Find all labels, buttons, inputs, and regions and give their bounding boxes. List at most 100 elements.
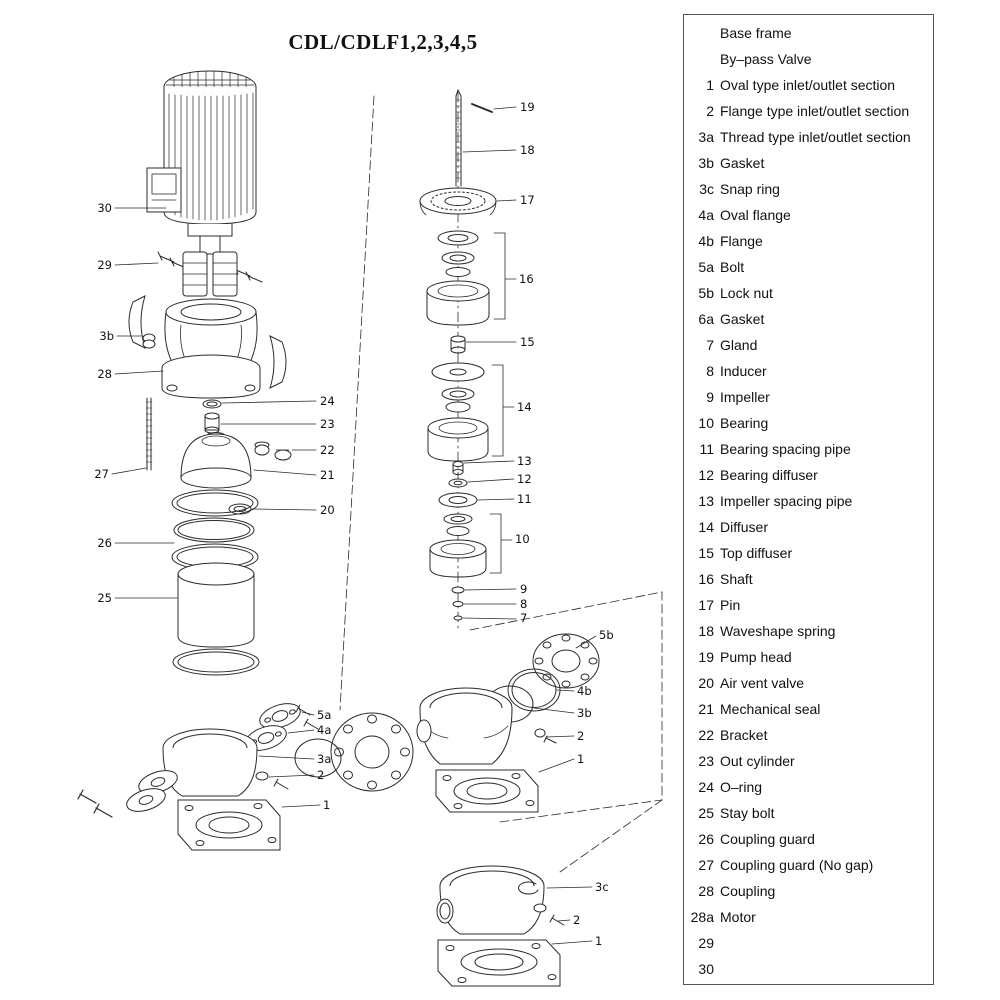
gasket-plates xyxy=(128,295,287,389)
part-number: 20 xyxy=(698,675,714,691)
callout-25: 25 xyxy=(97,591,112,605)
part-label: Mechanical seal xyxy=(720,701,821,717)
parts-list-row: 7 Gland xyxy=(684,332,933,358)
part-number: 4a xyxy=(698,207,714,223)
callout-28: 28 xyxy=(97,367,112,381)
part-number: 5b xyxy=(698,285,714,301)
parts-list-row: 25 Stay bolt xyxy=(684,800,933,826)
callout-4a: 4a xyxy=(317,723,331,737)
callout-3a: 3a xyxy=(317,752,331,766)
impeller-stack xyxy=(419,88,517,621)
part-label: Bearing spacing pipe xyxy=(720,441,851,457)
part-number: 3c xyxy=(699,181,714,197)
parts-list-row: 23 Out cylinder xyxy=(684,748,933,774)
stay-bolt xyxy=(145,397,153,471)
part-label: Oval type inlet/outlet section xyxy=(720,77,896,93)
callout-11: 11 xyxy=(517,492,532,506)
part-label: Bearing diffuser xyxy=(720,467,818,483)
part-number: 14 xyxy=(698,519,714,535)
part-number: 29 xyxy=(698,935,714,951)
part-label: Oval flange xyxy=(720,207,791,223)
parts-list-row: 2 Flange type inlet/outlet section xyxy=(684,98,933,124)
part-label: Out cylinder xyxy=(720,753,795,769)
part-number: 5a xyxy=(698,259,714,275)
parts-list-row: 29 xyxy=(684,930,933,956)
callout-26: 26 xyxy=(97,536,112,550)
part-label: Pin xyxy=(720,597,741,613)
part-number: 28a xyxy=(690,909,714,925)
parts-list-row: 26 Coupling guard xyxy=(684,826,933,852)
part-number: 3b xyxy=(698,155,714,171)
parts-list-row: 4a Oval flange xyxy=(684,202,933,228)
diagram-title: CDL/CDLF1,2,3,4,5 xyxy=(288,30,478,54)
part-label: Stay bolt xyxy=(720,805,775,821)
part-number: 16 xyxy=(698,571,714,587)
part-number: 3a xyxy=(698,129,714,145)
mechanical-seal-dome xyxy=(180,432,252,489)
part-number: 19 xyxy=(698,649,714,665)
part-number: 2 xyxy=(706,103,714,119)
part-label: Bearing xyxy=(720,415,769,431)
parts-list-row: 11 Bearing spacing pipe xyxy=(684,436,933,462)
part-label: Bolt xyxy=(720,259,745,275)
bottom-inlet-assembly xyxy=(436,865,565,987)
parts-list-row: 20 Air vent valve xyxy=(684,670,933,696)
callout-1-bottom: 1 xyxy=(577,752,584,766)
part-label: Pump head xyxy=(720,649,792,665)
guard-rings xyxy=(171,489,259,571)
part-label: Motor xyxy=(720,909,756,925)
parts-list-row: By–pass Valve xyxy=(684,46,933,72)
part-label: Coupling guard (No gap) xyxy=(720,857,874,873)
callout-24: 24 xyxy=(320,394,335,408)
part-label: By–pass Valve xyxy=(720,51,812,67)
part-label: Inducer xyxy=(720,363,767,379)
part-number: 23 xyxy=(698,753,714,769)
part-number: 25 xyxy=(698,805,714,821)
part-number: 27 xyxy=(698,857,714,873)
part-number: 1 xyxy=(706,77,714,93)
motor-bracket xyxy=(161,298,261,399)
callout-8: 8 xyxy=(520,597,527,611)
part-number: 28 xyxy=(698,883,714,899)
callout-9: 9 xyxy=(520,582,527,596)
part-label: Flange type inlet/outlet section xyxy=(720,103,910,119)
parts-list-row: 12 Bearing diffuser xyxy=(684,462,933,488)
callout-17: 17 xyxy=(520,193,535,207)
part-label: Coupling xyxy=(720,883,776,899)
part-label: Base frame xyxy=(720,25,792,41)
parts-list-row: 13 Impeller spacing pipe xyxy=(684,488,933,514)
parts-list-row: 4b Flange xyxy=(684,228,933,254)
callout-22: 22 xyxy=(320,443,335,457)
parts-list-row: 28a Motor xyxy=(684,904,933,930)
small-parts xyxy=(202,399,292,515)
callout-13: 13 xyxy=(517,454,532,468)
part-number: 17 xyxy=(698,597,714,613)
part-label: Air vent valve xyxy=(720,675,805,691)
parts-list-row: 24 O–ring xyxy=(684,774,933,800)
part-number: 24 xyxy=(698,779,714,795)
part-number: 13 xyxy=(698,493,714,509)
callout-23: 23 xyxy=(320,417,335,431)
leader-lines xyxy=(111,106,597,945)
part-number: 22 xyxy=(698,727,714,743)
parts-list-row: 1 Oval type inlet/outlet section xyxy=(684,72,933,98)
callout-2-left: 2 xyxy=(317,768,324,782)
parts-list-row: 27 Coupling guard (No gap) xyxy=(684,852,933,878)
part-number: 15 xyxy=(698,545,714,561)
parts-list-row: 15 Top diffuser xyxy=(684,540,933,566)
motor xyxy=(146,70,257,255)
parts-list-panel: Base frame By–pass Valve 1 Oval type inl… xyxy=(683,14,934,985)
parts-list-row: 22 Bracket xyxy=(684,722,933,748)
parts-list-row: 8 Inducer xyxy=(684,358,933,384)
pin xyxy=(471,103,493,113)
parts-list-row: 3c Snap ring xyxy=(684,176,933,202)
callout-21: 21 xyxy=(320,468,335,482)
part-label: Diffuser xyxy=(720,519,768,535)
outer-cylinder xyxy=(172,562,260,676)
parts-list-row: 3a Thread type inlet/outlet section xyxy=(684,124,933,150)
parts-list-row: 18 Waveshape spring xyxy=(684,618,933,644)
part-label: O–ring xyxy=(720,779,763,795)
callout-5b: 5b xyxy=(599,628,614,642)
parts-list-row: 16 Shaft xyxy=(684,566,933,592)
part-label: Gland xyxy=(720,337,758,353)
